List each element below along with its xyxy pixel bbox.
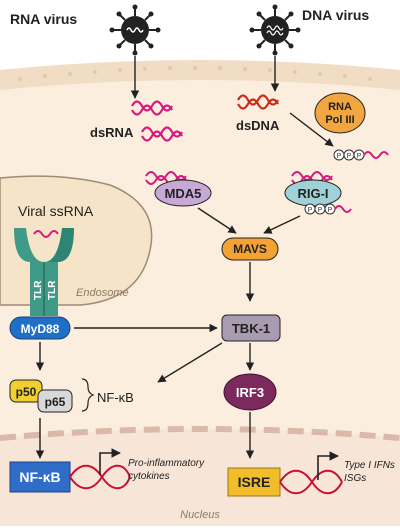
dsdna-label: dsDNA — [236, 118, 280, 133]
mavs-label: MAVS — [233, 242, 267, 256]
irf3-label: IRF3 — [236, 385, 264, 400]
mda5-label: MDA5 — [165, 186, 202, 201]
arrow-tbk1-to-nfkb — [157, 342, 223, 383]
dsrna-strands — [131, 100, 183, 142]
tbk1-kinase — [221, 314, 281, 342]
tlr-label-right: TLR — [47, 280, 58, 300]
nfkb-promoter-label: NF-κB — [19, 469, 60, 485]
isre-label: ISRE — [238, 474, 271, 490]
tbk1-label: TBK-1 — [232, 321, 270, 336]
isre-box — [227, 467, 281, 497]
myd88-label: MyD88 — [21, 322, 60, 336]
tlr-receptor — [14, 228, 74, 316]
dna-virus-label: DNA virus — [302, 7, 369, 23]
p65-label: p65 — [45, 395, 66, 409]
isre-transcription-arrow — [317, 451, 339, 480]
tlr-label-left: TLR — [33, 280, 44, 300]
nuclear-envelope — [0, 426, 400, 441]
rigi-ppp-rna: P P P — [304, 203, 352, 215]
nfkb-dna-helix — [69, 464, 131, 490]
dsrna-label: dsRNA — [90, 125, 134, 140]
rigi-ppp-p3: P — [328, 207, 333, 214]
type1-ifn-label-1: Type I IFNs — [344, 460, 395, 471]
type1-ifn-label-2: ISGs — [344, 473, 366, 484]
mda5-receptor — [154, 179, 212, 207]
ppp-rna-product: P P P — [333, 149, 389, 161]
ppp-p1: P — [337, 153, 342, 160]
rigi-ppp-p1: P — [308, 207, 313, 214]
viral-ssrna-label: Viral ssRNA — [18, 203, 94, 219]
mavs-adaptor — [221, 237, 279, 261]
pro-inflammatory-label-1: Pro-inflammatory — [128, 458, 205, 469]
endosome-label: Endosome — [76, 287, 129, 299]
ppp-p2: P — [347, 153, 352, 160]
pro-inflammatory-label-2: cytokines — [128, 471, 170, 482]
arrow-rigi-to-mavs — [263, 215, 301, 234]
arrow-dsdna-to-ppp-rna — [289, 112, 334, 147]
mda5-dsrna — [145, 171, 187, 185]
isre-dna-helix — [279, 469, 343, 495]
dsdna-strands — [237, 94, 279, 110]
membrane-lipid-dots — [18, 66, 372, 81]
arrow-mda5-to-mavs — [197, 207, 237, 234]
ppp-p3: P — [357, 153, 362, 160]
rna-virus-icon — [109, 4, 161, 56]
irf3-factor — [223, 373, 277, 411]
nucleus-label: Nucleus — [180, 509, 220, 521]
rigi-label: RIG-I — [297, 186, 328, 201]
nfkb-brace — [81, 378, 95, 412]
p50-label: p50 — [16, 385, 37, 399]
p65-subunit — [37, 389, 73, 413]
nfkb-transcription-arrow — [99, 448, 121, 475]
viral-ssrna-strand — [33, 230, 59, 238]
dna-virus-icon — [249, 4, 301, 56]
rna-virus-label: RNA virus — [10, 11, 77, 27]
rna-pol-label-2: Pol III — [325, 114, 354, 126]
rigi-ppp-p2: P — [318, 207, 323, 214]
rna-pol-iii — [314, 92, 366, 134]
rna-pol-label-1: RNA — [328, 101, 352, 113]
nfkb-brace-label: NF-κB — [97, 390, 134, 405]
myd88-adaptor — [9, 316, 71, 340]
